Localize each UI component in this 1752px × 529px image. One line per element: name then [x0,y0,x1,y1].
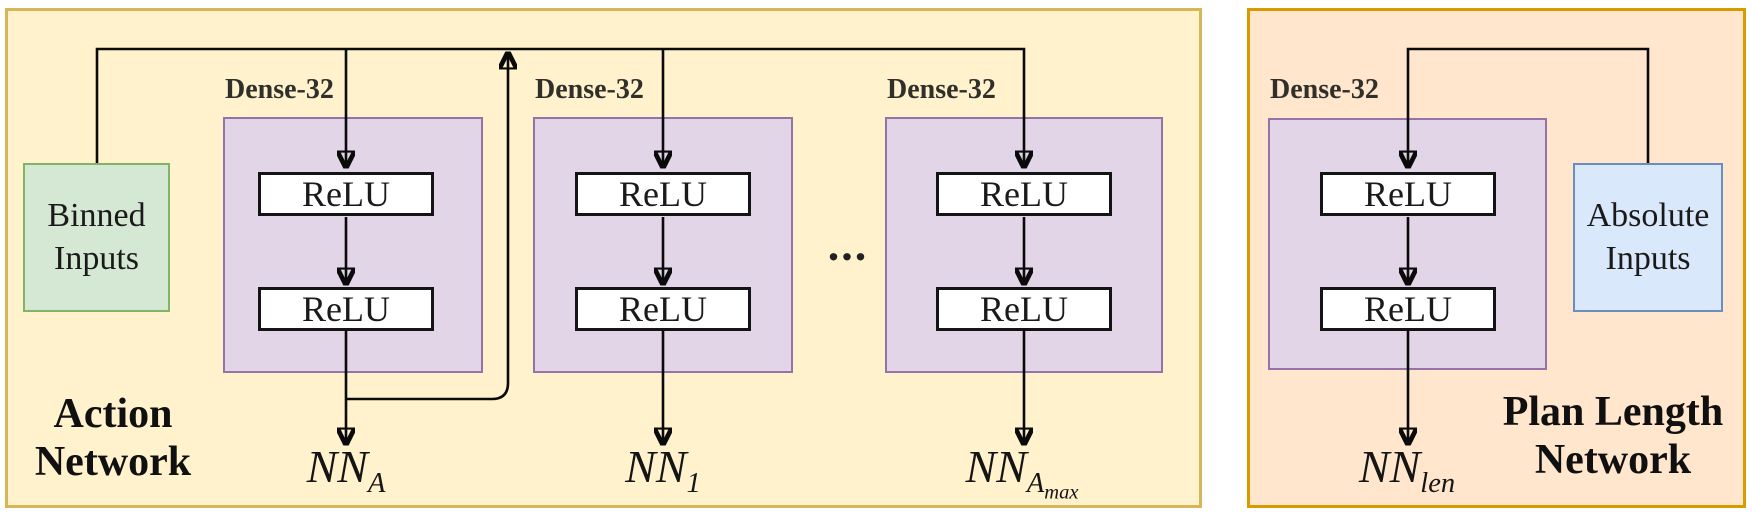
ellipsis: ... [827,219,869,270]
relu-layer: ReLU [575,287,751,331]
nn-base: NN [1358,441,1421,492]
dense-block-plan [1268,118,1547,370]
plan-length-network-title: Plan Length Network [1502,389,1724,484]
output-label-nn-len: NNlen [1297,440,1517,498]
relu-layer: ReLU [575,172,751,216]
nn-sub: A [367,468,386,500]
binned-inputs-box: Binned Inputs [23,163,170,312]
nn-base: NN [965,441,1027,492]
dense-block-1-label: Dense-32 [225,74,334,105]
relu-layer: ReLU [936,172,1112,216]
dense-block-2 [533,117,793,373]
relu-layer: ReLU [258,172,434,216]
output-label-nn-a: NNA [236,440,456,498]
output-label-nn-amax: NNAmax [912,440,1132,503]
nn-base: NN [306,441,368,492]
dense-block-plan-label: Dense-32 [1270,74,1379,105]
nn-sub-a: A [1026,468,1045,500]
action-network-title: Action Network [34,391,192,486]
nn-sub: Amax [1026,468,1079,503]
dense-block-1 [223,117,483,373]
dense-block-3 [885,117,1163,373]
absolute-inputs-box: Absolute Inputs [1573,163,1723,312]
nn-sub: len [1420,468,1456,500]
dense-block-3-label: Dense-32 [887,74,996,105]
relu-layer: ReLU [1320,172,1496,216]
nn-sub: 1 [686,468,701,500]
relu-layer: ReLU [936,287,1112,331]
relu-layer: ReLU [1320,287,1496,331]
relu-layer: ReLU [258,287,434,331]
nn-subsub-max: max [1044,481,1079,504]
nn-base: NN [625,441,687,492]
output-label-nn-1: NN1 [553,440,773,498]
dense-block-2-label: Dense-32 [535,74,644,105]
